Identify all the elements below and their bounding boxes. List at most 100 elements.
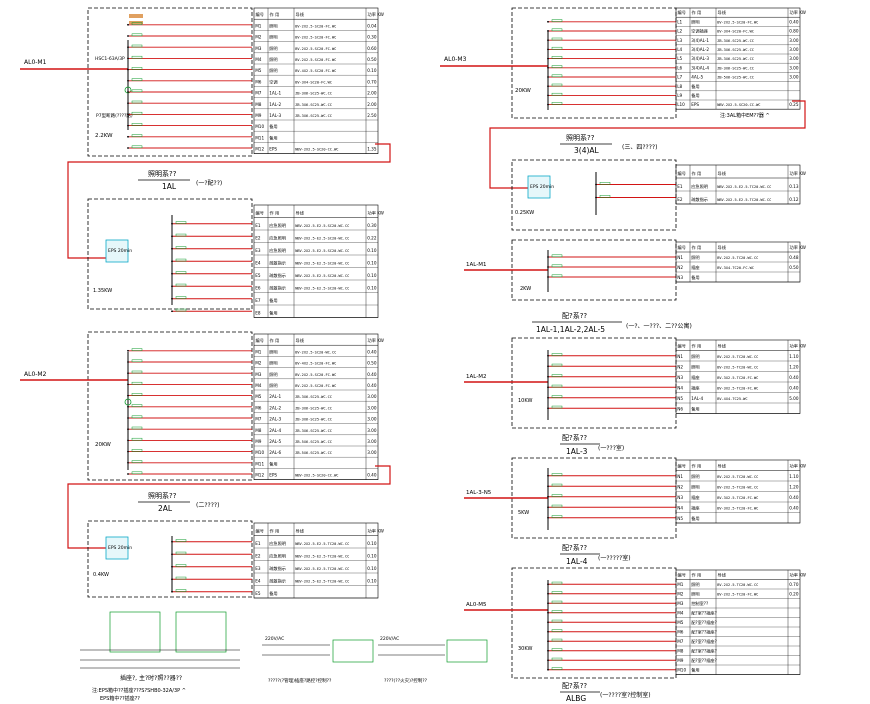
row-use: 配?室??插座? [691,657,717,664]
breaker-symbol [175,551,187,555]
row-number: M5 [255,68,262,73]
breaker-symbol [551,65,563,68]
row-number: N1 [677,474,683,479]
row-number: L7 [677,75,682,80]
breaker-symbol [131,460,143,463]
bus-node [547,39,549,42]
bus-node [547,365,549,368]
bus-node [547,583,549,586]
row-use: 应急照明 [269,540,286,547]
row-number: N3 [677,375,683,380]
row-number: E2 [677,197,683,202]
feeder-lines [547,473,676,519]
breaker-symbol [551,667,563,670]
bus-node [547,30,549,32]
diagram-caption: ?????(?管理)插座?路控?控制?? [268,677,332,684]
bus-node [547,375,549,378]
row-number: M2 [255,361,262,366]
breaker-symbol [551,405,563,409]
row-cable: ZB-3X6-SC25-WC.CC [717,57,754,61]
bus-node [127,68,129,71]
row-number: E8 [255,311,261,316]
row-use: 1AL-3 [269,113,281,118]
row-cable: NBV-2X2.5-SC20-CC.WC [295,474,338,478]
row-use: 照明 [269,372,277,378]
row-cable: NBV-2X2.5-E2.5-SC20-WC.CC [295,237,349,241]
row-number: E4 [255,579,261,584]
row-kw: 0.10 [367,566,377,571]
table-header-cell: 作 用 [270,337,280,344]
bus-node [127,394,129,397]
row-cable: BV-3X4-SC20-FC.WC [295,80,332,84]
row-cable: BV-2X2.5-SC20-FC.WC [295,384,336,388]
row-kw: 0.50 [367,57,377,62]
breaker-symbol [131,33,143,37]
row-kw: 5.00 [789,396,799,401]
feeder-lines [547,353,676,410]
row-use: 应急照明 [691,183,708,190]
row-use: 备用 [269,123,277,130]
table-header-cell: 导线 [718,463,727,469]
bus-node [127,461,129,464]
row-kw: 0.12 [789,197,799,202]
eps-box [105,536,129,560]
row-cable: BV-2X2.5-SC20-FC.WC [295,58,336,62]
table-header-cell: 功率 KW [790,463,806,470]
row-use: 照明 [269,349,277,355]
breaker-symbol [551,395,563,398]
row-number: L4 [677,47,682,52]
row-use: 空调插座 [691,28,708,35]
row-cable: BV-2X2.5-TC20-WC.CC [717,256,758,260]
row-number: M7 [677,639,684,644]
bus-node [547,592,549,595]
breaker-symbol [131,78,143,81]
rating-label: 2.2KW [95,133,113,139]
row-use: 2AL-2 [269,405,281,410]
eps-label: EPS 20min [108,248,132,254]
row-cable: NBV-2X2.5-SC20-CC.WC [295,148,338,152]
row-use: 2AL-5 [269,439,281,444]
panel-subtitle: 1AL-3 [566,447,588,456]
row-use: 1AL-4 [691,396,703,401]
row-number: E4 [255,261,261,266]
row-number: M4 [255,383,262,388]
breaker-symbol [131,415,143,419]
row-use: 插座 [691,505,699,512]
row-cable: ZB-3X6-SC25-WC.CC [295,395,332,399]
table-header-cell: 作 用 [270,11,280,18]
panel-2al-frame [87,520,253,598]
row-use: 应急照明 [269,235,286,242]
row-number: N5 [677,396,683,401]
row-cable: BV-2X2.5-TC20-WC.CC [717,366,758,370]
panel-3-4al: 照明系?? 3(4)AL (三、四????) EPS 20min 0.25KW … [511,133,806,231]
row-number: N4 [677,506,683,511]
breaker-symbol [551,600,563,604]
row-cable: ZB-3X6-SC25-WC.CC [295,103,332,107]
panel-al0-m3: AL0-M3 20KW 注:3AL箱中EM??器 ^ 编号作 用导线功率 KWL… [440,7,806,119]
terminal-block [446,639,488,663]
row-number: N1 [677,255,683,260]
breaker-symbol [551,92,563,96]
row-use: 配?室??插座? [691,629,717,636]
row-number: E7 [255,298,261,303]
breaker-symbol [551,264,563,268]
table-header-cell: 导线 [718,244,727,250]
detail-note: EPS箱中??插座?? [100,695,140,702]
row-use: 配?室??插座? [691,610,717,617]
row-number: M6 [255,405,262,410]
table-header-cell: 编号 [678,343,686,350]
row-number: E2 [255,554,261,559]
breaker-symbol [175,258,187,262]
rating-label: 0.4KW [93,572,109,578]
eps-box [105,239,129,263]
breaker-symbol [551,102,563,105]
breaker-symbol [175,283,187,287]
detail-caption: 插座?, 主?时?照??器?? [120,674,182,682]
incoming-label: 1AL-3-N5 [466,490,492,496]
row-number: M3 [255,372,262,377]
feeder-lines [547,581,676,671]
